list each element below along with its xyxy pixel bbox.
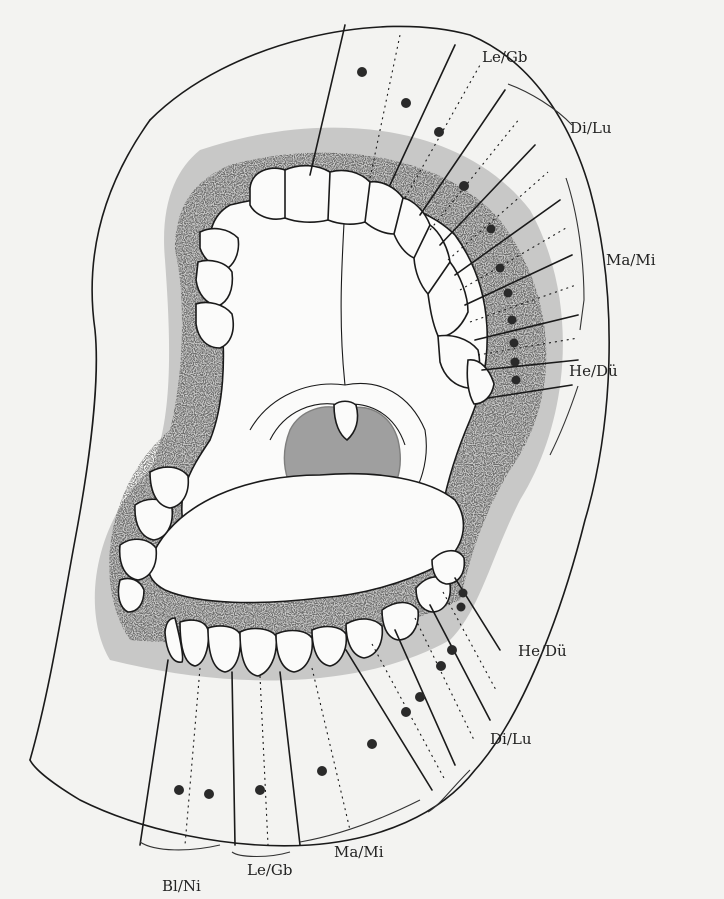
label-lower-bl-ni: Bl/Ni: [162, 877, 201, 895]
label-lower-he-du: He/Dü: [518, 642, 567, 660]
label-upper-ma-mi: Ma/Mi: [606, 251, 656, 269]
label-lower-di-lu: Di/Lu: [490, 730, 532, 748]
label-upper-le-gb: Le/Gb: [482, 48, 527, 66]
label-upper-he-du: He/Dü: [569, 362, 618, 380]
label-lower-le-gb: Le/Gb: [247, 861, 292, 879]
label-lower-ma-mi: Ma/Mi: [334, 843, 384, 861]
label-upper-di-lu: Di/Lu: [570, 119, 612, 137]
